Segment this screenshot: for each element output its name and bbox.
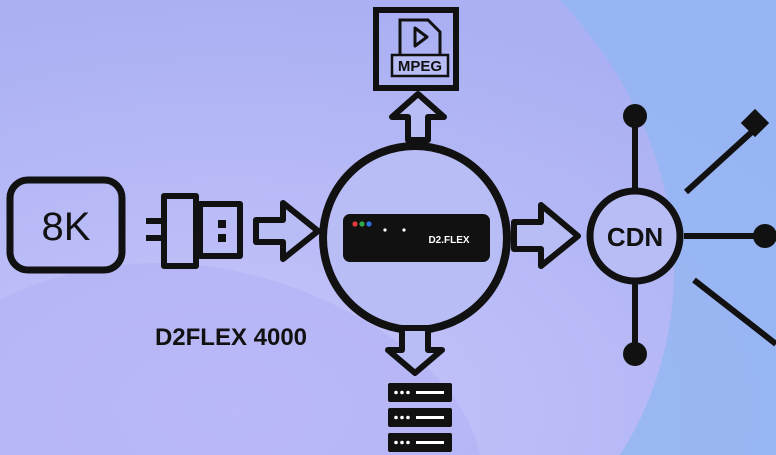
server-rack-icon (388, 383, 452, 452)
encoder-device-icon: D2.FLEX (319, 142, 511, 334)
mpeg-file-icon: MPEG (373, 7, 459, 91)
mpeg-label: MPEG (398, 58, 442, 75)
arrow-down-icon (385, 325, 445, 376)
source-resolution-label: 8K (42, 205, 91, 249)
device-brand-label: D2.FLEX (428, 235, 469, 246)
8k-source-icon: 8K (6, 176, 126, 274)
cdn-label: CDN (607, 222, 663, 252)
product-name-label: D2FLEX 4000 (155, 324, 307, 351)
arrow-right-icon (511, 202, 581, 269)
arrow-right-icon (253, 200, 321, 262)
cdn-network-icon: CDN (586, 104, 776, 366)
hdmi-cable-icon (146, 193, 243, 269)
arrow-up-icon (389, 91, 447, 143)
